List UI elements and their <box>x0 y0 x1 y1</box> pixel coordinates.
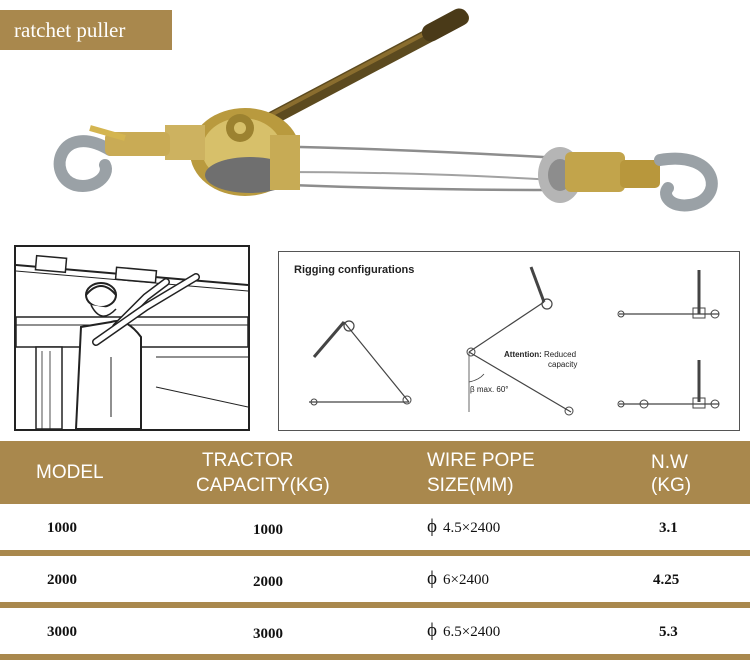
header-wire-line2: SIZE(MM) <box>427 475 514 496</box>
header-capacity-line2: CAPACITY(KG) <box>196 475 330 496</box>
cell-capacity: 3000 <box>253 626 283 642</box>
rigging-drawings <box>309 266 720 416</box>
wire-size: 4.5×2400 <box>443 520 501 536</box>
ratchet-body <box>165 108 300 196</box>
rig-config-4 <box>617 360 720 409</box>
page-title: ratchet puller <box>0 10 172 50</box>
attention-label: Attention: <box>504 350 542 359</box>
header-nw-line1: N.W <box>651 452 688 473</box>
left-hook <box>53 125 170 192</box>
rig-config-2 <box>466 266 574 416</box>
attention-text-2: capacity <box>548 360 578 369</box>
rig-config-3 <box>617 270 720 319</box>
phi-symbol: ϕ <box>427 568 438 589</box>
table-header: MODEL TRACTOR CAPACITY(KG) WIRE POPE SIZ… <box>0 441 750 504</box>
rig-config-1 <box>309 320 412 406</box>
cell-wire: ϕ 6.5×2400 <box>427 620 500 642</box>
cell-nw: 5.3 <box>659 624 678 640</box>
rigging-diagram: Rigging configurations <box>278 251 740 431</box>
worker-illustration <box>14 245 250 431</box>
phi-symbol: ϕ <box>427 620 438 641</box>
table-row: 3000 3000 ϕ 6.5×2400 5.3 <box>0 608 750 654</box>
attention-note: Attention: Reduced capacity <box>504 350 577 370</box>
row-divider <box>0 602 750 608</box>
row-divider <box>0 550 750 556</box>
cell-model: 1000 <box>47 520 77 536</box>
worker-drawing <box>16 254 248 429</box>
header-nw-line2: (KG) <box>651 475 692 496</box>
wire-size: 6.5×2400 <box>443 624 501 640</box>
ratchet-puller-photo <box>53 8 718 212</box>
cell-nw: 3.1 <box>659 520 678 536</box>
cell-model: 3000 <box>47 624 77 640</box>
table-row: 1000 1000 ϕ 4.5×2400 3.1 <box>0 504 750 550</box>
cell-capacity: 2000 <box>253 574 283 590</box>
row-divider <box>0 654 750 660</box>
wire-size: 6×2400 <box>443 572 489 588</box>
header-wire-line1: WIRE POPE <box>427 450 535 471</box>
table-row: 2000 2000 ϕ 6×2400 4.25 <box>0 556 750 602</box>
puller-handle <box>243 8 469 137</box>
attention-text-1: Reduced <box>544 350 577 359</box>
phi-symbol: ϕ <box>427 516 438 537</box>
spec-table: MODEL TRACTOR CAPACITY(KG) WIRE POPE SIZ… <box>0 441 750 660</box>
cell-nw: 4.25 <box>653 572 680 588</box>
cell-capacity: 1000 <box>253 522 283 538</box>
header-capacity-line1: TRACTOR <box>202 450 294 471</box>
cell-wire: ϕ 4.5×2400 <box>427 516 500 538</box>
header-model: MODEL <box>36 462 104 483</box>
rigging-title: Rigging configurations <box>294 264 415 276</box>
beta-angle-label: β max. 60° <box>470 385 509 394</box>
cell-model: 2000 <box>47 572 77 588</box>
cell-wire: ϕ 6×2400 <box>427 568 489 590</box>
right-pulley-hook <box>538 147 718 212</box>
wire-cables <box>279 145 561 192</box>
